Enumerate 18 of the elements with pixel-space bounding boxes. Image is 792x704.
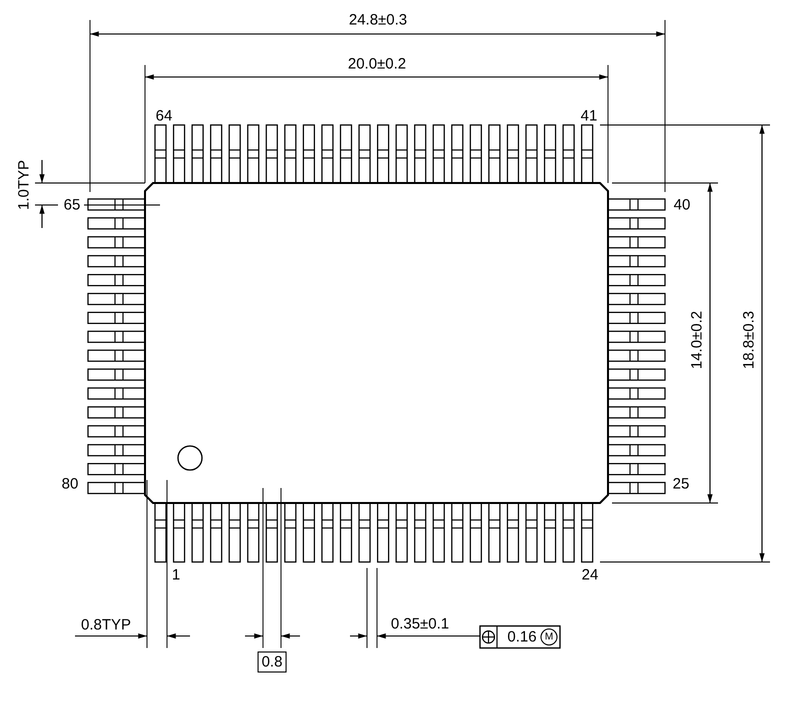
dimension-label: 20.0±0.2 <box>348 56 406 72</box>
pin-number: 64 <box>156 108 172 124</box>
dimension-label: 14.0±0.2 <box>690 310 704 370</box>
dimension-label: 1.0TYP <box>16 160 32 210</box>
dimension-label: 0.35±0.1 <box>390 616 450 632</box>
tolerance-value: 0.16 <box>507 630 537 644</box>
pin-number: 1 <box>172 568 180 582</box>
pin-number: 24 <box>582 568 598 582</box>
dimension-label: 24.8±0.3 <box>348 12 408 28</box>
pin-number: 80 <box>62 476 78 492</box>
dimension-label: 18.8±0.3 <box>742 310 756 370</box>
basic-dimension: 0.8 <box>258 652 286 672</box>
pin-number: 41 <box>580 108 598 124</box>
pin-number: 25 <box>672 476 690 492</box>
pin-number: 65 <box>64 198 80 212</box>
dimension-label: 0.8TYP <box>80 618 132 632</box>
material-condition-symbol: M <box>540 628 558 646</box>
pin-number: 40 <box>674 198 690 212</box>
